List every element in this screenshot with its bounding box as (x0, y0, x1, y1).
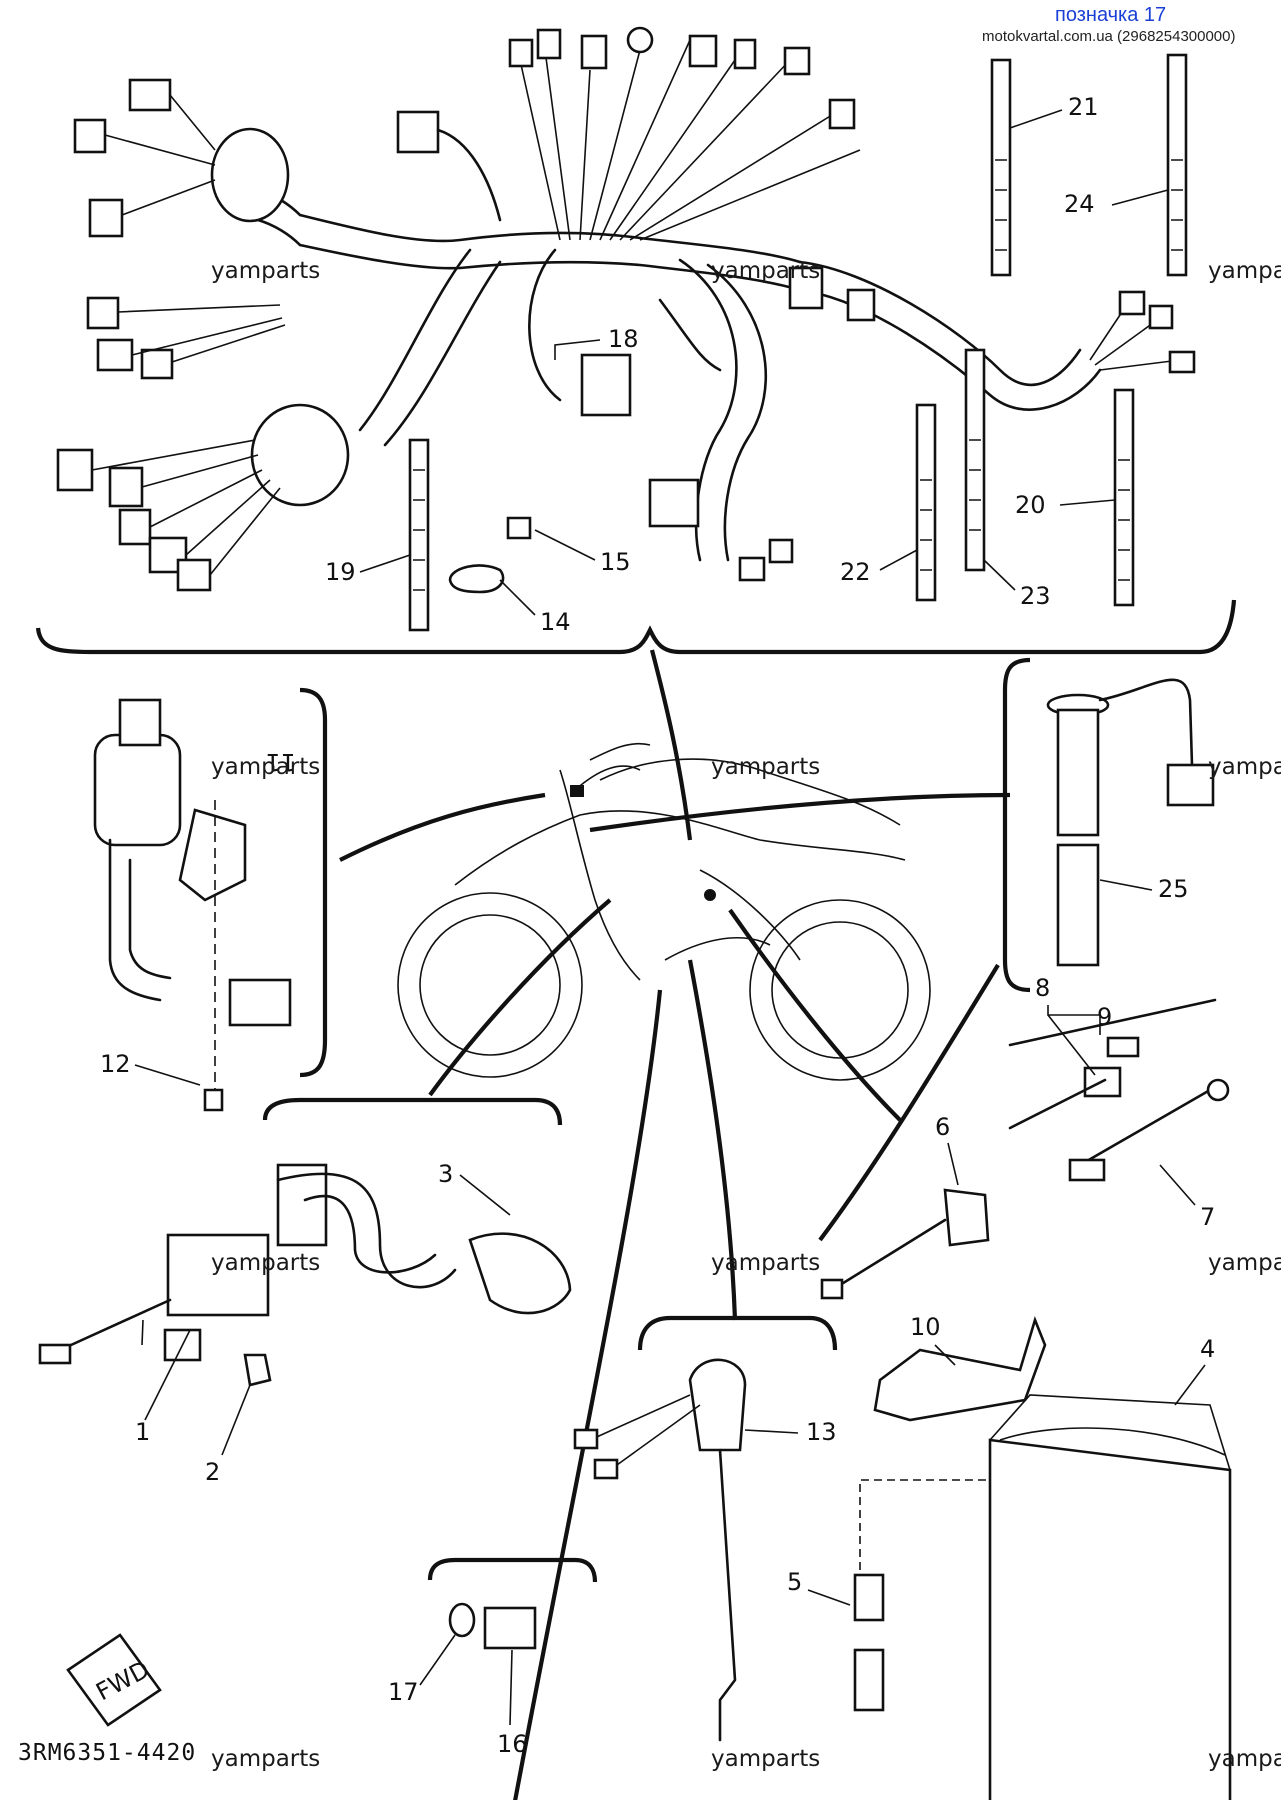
callout-11: 11 (265, 748, 296, 776)
callout-18: 18 (608, 325, 639, 353)
fwd-arrow: FWD (66, 1633, 162, 1727)
wire-harness (56, 26, 1196, 592)
coil-assembly (38, 1097, 572, 1387)
callout-5: 5 (787, 1568, 802, 1596)
grommet-lower (250, 403, 350, 507)
tie-22 (915, 403, 937, 602)
tie-23 (964, 348, 986, 572)
watermark: yampa (1208, 754, 1281, 780)
watermark: yamparts (211, 1746, 321, 1772)
watermark: yamparts (711, 258, 821, 284)
callouts: 1 2 3 4 5 6 7 8 9 10 11 12 13 14 15 16 1… (100, 93, 1215, 1758)
connector-upper-middle (396, 110, 440, 154)
callout-2: 2 (205, 1458, 220, 1486)
watermark: yampa (1208, 1250, 1281, 1276)
sender-25 (1002, 657, 1215, 993)
motorcycle-outline (397, 742, 931, 1081)
callout-20: 20 (1015, 491, 1046, 519)
ignition-switch-11 (93, 687, 328, 1112)
callout-24: 24 (1064, 190, 1095, 218)
connector-cluster-upper-left (73, 78, 286, 380)
tie-21 (990, 58, 1012, 277)
callout-8: 8 (1035, 974, 1050, 1002)
callout-10: 10 (910, 1313, 941, 1341)
cable-ties (408, 53, 1188, 632)
battery-assembly (853, 1316, 1232, 1805)
callout-25: 25 (1158, 875, 1189, 903)
sensor-16-17 (427, 1557, 598, 1650)
leader-lines (339, 649, 1011, 1805)
watermark: yamparts (711, 1250, 821, 1276)
watermark: yampa (1208, 258, 1281, 284)
tie-20 (1113, 388, 1135, 607)
diagram-code: 3RM6351-4420 (18, 1740, 197, 1766)
callout-14: 14 (540, 608, 571, 636)
connector-fan-top (508, 26, 861, 241)
watermark: yamparts (211, 1250, 321, 1276)
callout-22: 22 (840, 558, 871, 586)
header-title: позначка 17 (1055, 4, 1167, 26)
bolt-2 (243, 1353, 272, 1387)
grommet-upper (210, 127, 290, 223)
callout-3: 3 (438, 1160, 453, 1188)
callout-19: 19 (325, 558, 356, 586)
switch-13 (573, 1315, 838, 1742)
strap-10 (873, 1316, 1047, 1422)
watermark: yamparts (711, 754, 821, 780)
connector-6pin (648, 478, 700, 528)
callout-1: 1 (135, 1418, 150, 1446)
callout-17: 17 (388, 1678, 419, 1706)
callout-7: 7 (1200, 1203, 1215, 1231)
connector-cluster-lower-left (56, 439, 281, 592)
battery-4 (988, 1438, 1232, 1805)
tie-24 (1166, 53, 1188, 277)
callout-13: 13 (806, 1418, 837, 1446)
connector-18 (580, 353, 632, 417)
clip-14 (448, 564, 505, 594)
screw-15 (506, 516, 532, 540)
callout-4: 4 (1200, 1335, 1215, 1363)
watermark: yamparts (211, 754, 321, 780)
callout-16: 16 (497, 1730, 528, 1758)
watermark: yamparts (711, 1746, 821, 1772)
watermark: yampa (1208, 1746, 1281, 1772)
callout-9: 9 (1097, 1003, 1112, 1031)
switches-6-9 (820, 998, 1230, 1300)
bolt-12 (203, 1088, 224, 1112)
header-site: motokvartal.com.ua (2968254300000) (982, 28, 1236, 45)
watermark: yamparts (211, 258, 321, 284)
tie-19 (408, 438, 430, 632)
harness-bracket (35, 599, 1237, 655)
callout-21: 21 (1068, 93, 1099, 121)
callout-12: 12 (100, 1050, 131, 1078)
callout-6: 6 (935, 1113, 950, 1141)
callout-15: 15 (600, 548, 631, 576)
callout-23: 23 (1020, 582, 1051, 610)
